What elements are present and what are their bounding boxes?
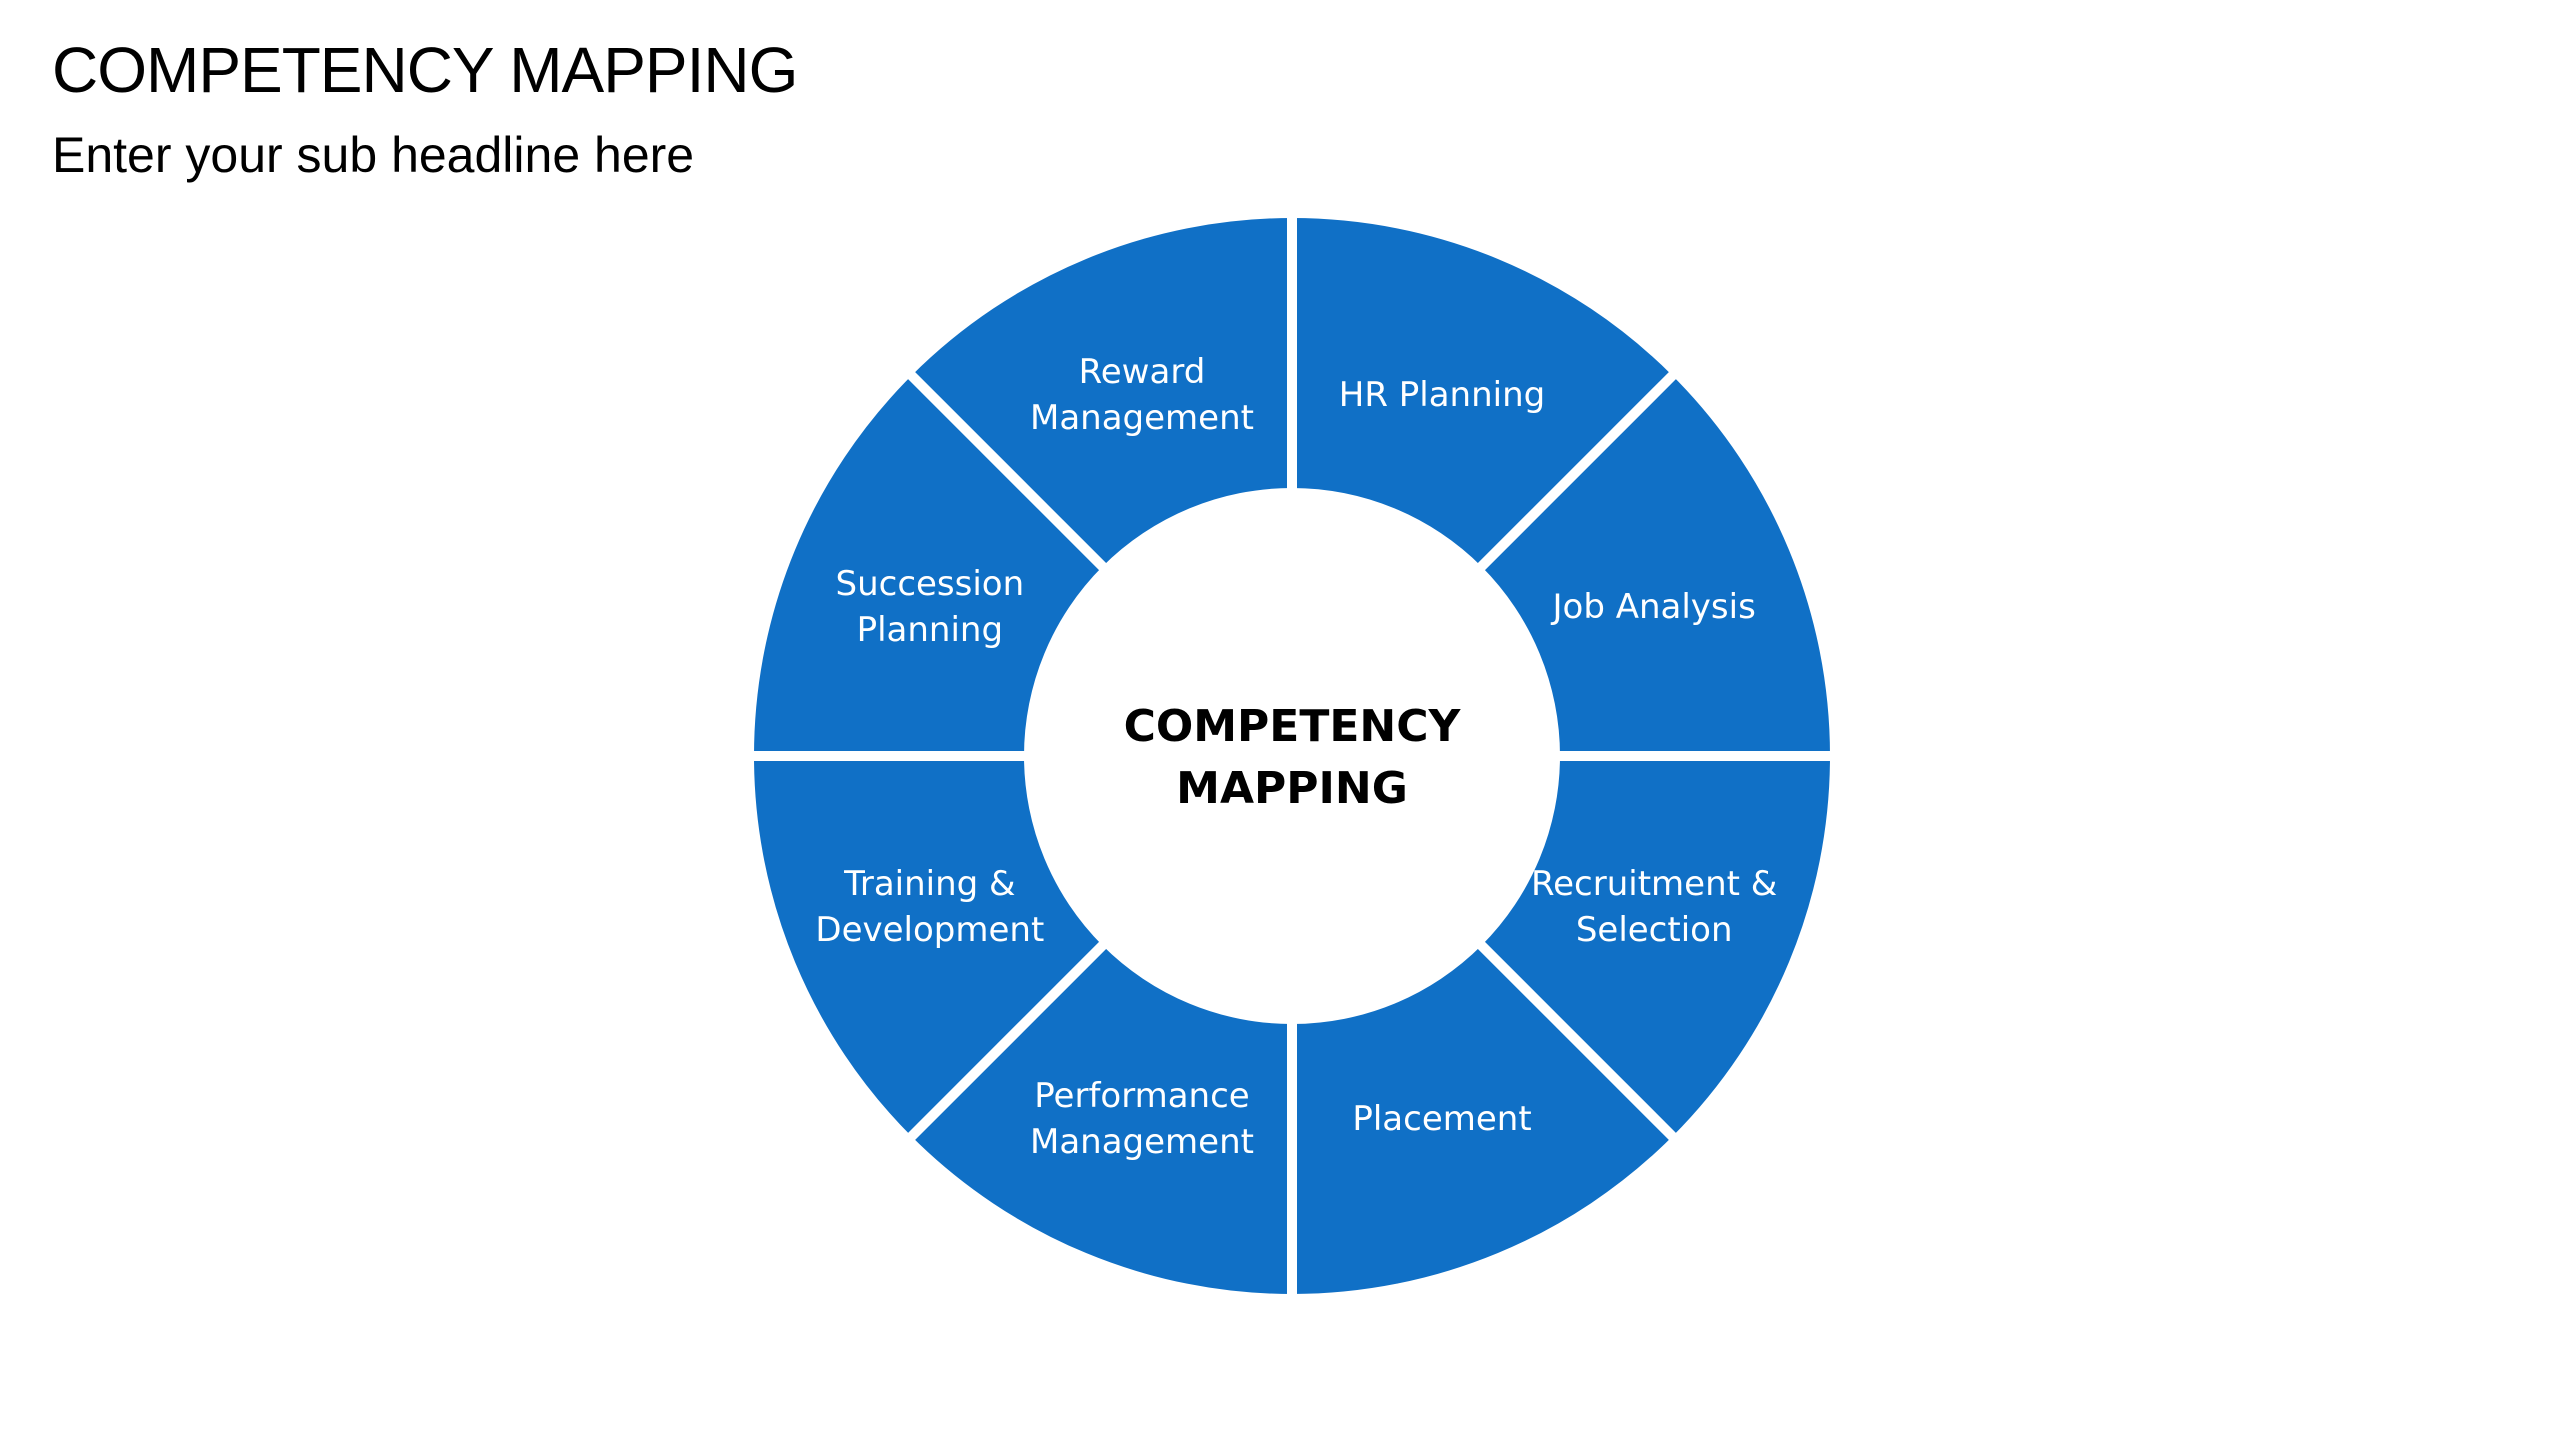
segment-label-job-analysis: Job Analysis — [1551, 587, 1756, 627]
segment-hr-planning — [1292, 218, 1673, 567]
segment-training-development — [754, 756, 1103, 1137]
segment-separator — [1475, 369, 1679, 573]
segment-label-hr-planning: HR Planning — [1339, 375, 1545, 415]
page-subtitle: Enter your sub headline here — [52, 127, 695, 183]
segment-separators — [750, 214, 1834, 1298]
segment-reward-management — [911, 218, 1292, 567]
segment-separator — [905, 369, 1109, 573]
segment-recruitment-selection — [1481, 756, 1830, 1137]
segment-label-recruitment-selection: Recruitment &Selection — [1531, 864, 1777, 950]
page-title: COMPETENCY MAPPING — [52, 34, 798, 106]
segment-separator — [905, 939, 1109, 1143]
segment-label-placement: Placement — [1352, 1099, 1531, 1139]
segment-separator — [1475, 939, 1679, 1143]
segment-placement — [1292, 945, 1673, 1294]
segment-succession-planning — [754, 375, 1103, 756]
segment-job-analysis — [1481, 375, 1830, 756]
segment-performance-management — [911, 945, 1292, 1294]
wheel-segments — [754, 218, 1830, 1294]
segment-label-training-development: Training &Development — [815, 864, 1044, 950]
